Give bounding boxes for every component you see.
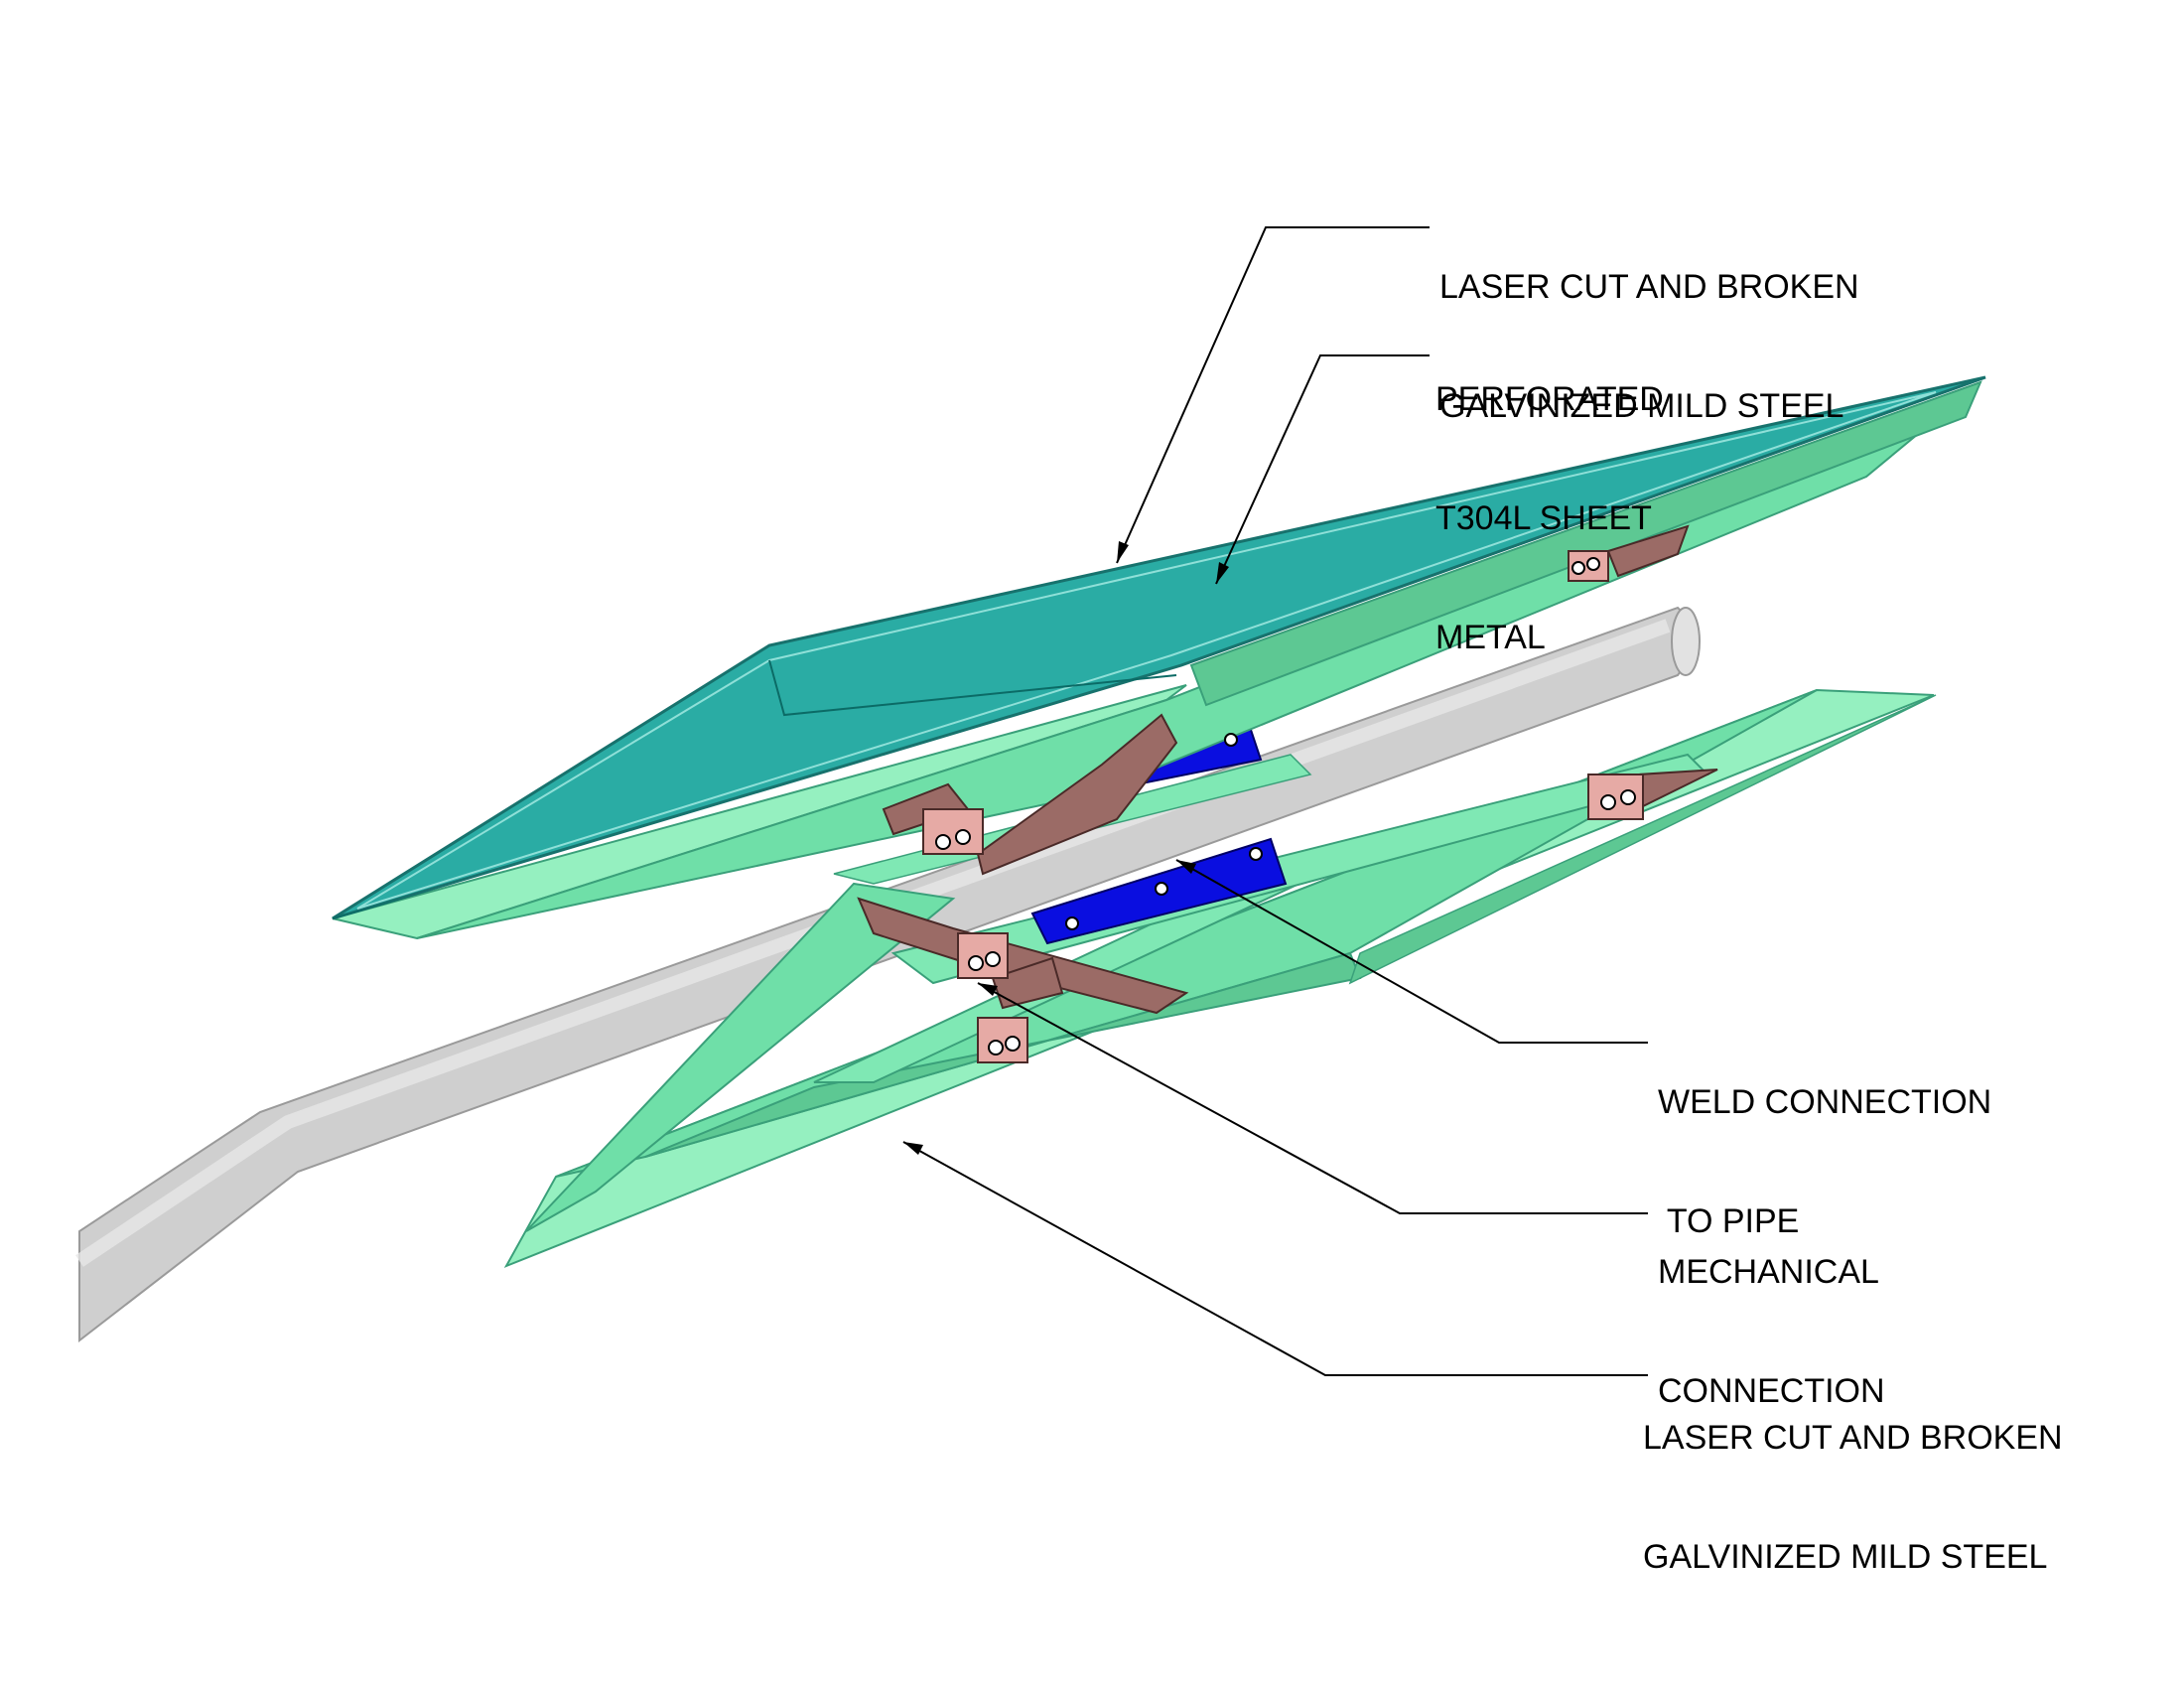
callout-line: TO PIPE <box>1658 1202 1800 1240</box>
callout-top-frame: LASER CUT AND BROKEN GALVINIZED MILD STE… <box>1439 188 1859 466</box>
leader-mechanical <box>977 982 1648 1214</box>
callout-line: WELD CONNECTION <box>1658 1083 1992 1121</box>
leader-bottom-frame <box>902 1141 1648 1376</box>
callout-bottom-frame: LASER CUT AND BROKEN GALVINIZED MILD STE… <box>1643 1338 2063 1617</box>
callout-line: MECHANICAL <box>1658 1253 1879 1291</box>
callout-mechanical: MECHANICAL CONNECTION <box>1658 1173 1885 1451</box>
callout-line: PERFORATED <box>1435 380 1664 418</box>
brackets <box>857 524 1718 1063</box>
callout-line: GALVINIZED MILD STEEL <box>1439 387 1844 425</box>
leader-weld <box>1175 859 1648 1044</box>
leader-lines <box>902 226 1648 1376</box>
callout-weld: WELD CONNECTION TO PIPE <box>1658 1003 1991 1281</box>
callout-line: LASER CUT AND BROKEN <box>1439 268 1859 306</box>
callout-line: CONNECTION <box>1658 1372 1885 1410</box>
callout-line: GALVINIZED MILD STEEL <box>1643 1538 2048 1576</box>
perforated-panel <box>332 375 1986 920</box>
callout-line: LASER CUT AND BROKEN <box>1643 1419 2063 1457</box>
arrowheads <box>903 541 1229 1155</box>
leader-top-frame <box>1116 226 1430 564</box>
callout-perforated: PERFORATED T304L SHEET METAL <box>1435 300 1664 697</box>
leader-perforated <box>1215 354 1430 585</box>
callout-line: METAL <box>1435 619 1546 656</box>
callout-line: T304L SHEET <box>1435 499 1652 537</box>
